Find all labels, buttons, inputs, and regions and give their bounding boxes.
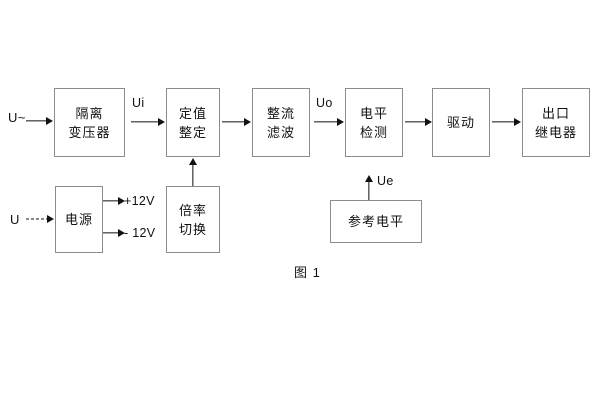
block-power-supply-line1: 电源 <box>64 212 93 227</box>
block-power-supply: 电源 <box>55 186 103 253</box>
arrow-rectify-filter-to-level-detect <box>314 117 344 127</box>
block-rectify-filter-line1: 整流 <box>266 105 295 121</box>
signal-label-uo: Uo <box>316 96 333 110</box>
block-rectify-filter: 整流 滤波 <box>252 88 310 157</box>
arrow-ratio-switch-to-setting-value <box>188 158 198 186</box>
arrow-isolation-transformer-to-setting-value <box>131 117 165 127</box>
arrow-ac-input-to-isolation-transformer <box>26 116 53 126</box>
block-isolation-transformer-line1: 隔离 <box>75 105 104 121</box>
arrow-dc-input-to-power-supply <box>26 214 54 224</box>
block-ratio-switch-line2: 切换 <box>178 221 207 237</box>
block-drive-line1: 驱动 <box>446 115 475 130</box>
arrow-power-supply-positive-12v <box>103 196 125 206</box>
block-reference-level-line1: 参考电平 <box>347 214 404 229</box>
arrow-drive-to-output-relay <box>492 117 521 127</box>
signal-label-negative-12v: - 12V <box>124 226 156 240</box>
block-ratio-switch-line1: 倍率 <box>178 202 207 218</box>
block-output-relay-line2: 继电器 <box>534 124 577 140</box>
block-setting-value: 定值 整定 <box>166 88 220 157</box>
figure-caption: 图 1 <box>294 265 321 280</box>
block-setting-value-line2: 整定 <box>178 124 207 140</box>
signal-label-positive-12v: +12V <box>124 194 155 208</box>
block-output-relay: 出口 继电器 <box>522 88 590 157</box>
arrow-level-detect-to-drive <box>405 117 432 127</box>
block-level-detect: 电平 检测 <box>345 88 403 157</box>
block-level-detect-line1: 电平 <box>359 105 388 121</box>
arrow-reference-level-to-level-detect <box>364 175 374 200</box>
block-drive: 驱动 <box>432 88 490 157</box>
block-setting-value-line1: 定值 <box>178 105 207 121</box>
block-ratio-switch: 倍率 切换 <box>166 186 220 253</box>
arrow-setting-value-to-rectify-filter <box>222 117 251 127</box>
input-label-ac: U~ <box>8 110 26 125</box>
block-isolation-transformer-line2: 变压器 <box>68 124 111 140</box>
signal-label-ue: Ue <box>377 174 394 188</box>
input-label-dc: U <box>10 212 20 227</box>
block-isolation-transformer: 隔离 变压器 <box>54 88 125 157</box>
block-reference-level: 参考电平 <box>330 200 422 243</box>
block-level-detect-line2: 检测 <box>359 124 388 140</box>
block-output-relay-line1: 出口 <box>541 105 570 121</box>
arrow-power-supply-negative-12v <box>103 228 125 238</box>
block-rectify-filter-line2: 滤波 <box>266 124 295 140</box>
signal-label-ui: Ui <box>132 96 145 110</box>
